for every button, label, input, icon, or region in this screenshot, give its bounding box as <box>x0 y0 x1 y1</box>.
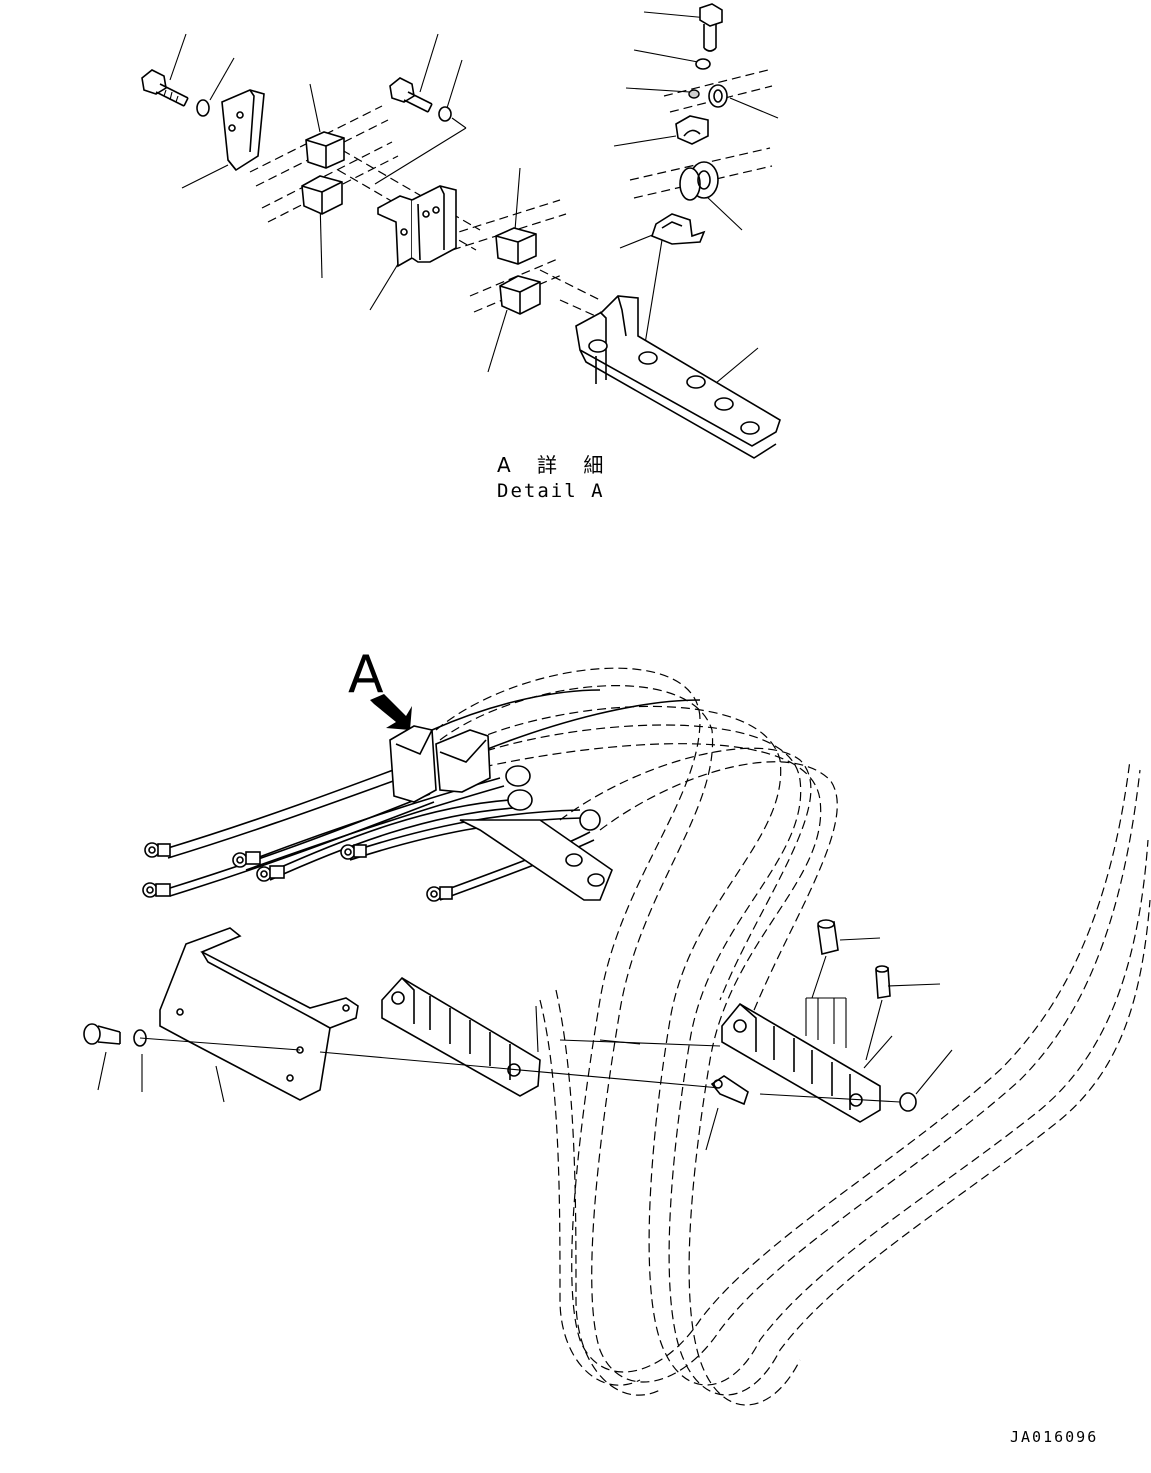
installed-clamp-assembly <box>389 725 613 901</box>
clamp-block-right <box>721 1002 881 1123</box>
detail-saddle-clamp <box>675 115 709 145</box>
drawing-number: JA016096 <box>1010 1428 1098 1446</box>
hose-fitting-4 <box>256 865 285 882</box>
lower-bracket <box>159 927 359 1101</box>
bracket-bolt <box>83 1023 121 1045</box>
detail-grommet <box>679 161 719 201</box>
hose-lines-solid <box>167 689 701 901</box>
hose-fitting-6 <box>426 886 453 902</box>
detail-holder-bracket <box>377 185 457 268</box>
main-leader-lines <box>97 937 953 1151</box>
detail-caption-english: Detail A <box>497 480 605 502</box>
view-direction-arrow <box>370 694 412 730</box>
detail-leader-lines <box>169 11 779 389</box>
cylindrical-pin-large <box>817 919 839 955</box>
detail-clamp-block-upper-left <box>305 131 345 169</box>
detail-washer-vertical <box>695 58 711 70</box>
grease-nipple <box>710 1075 749 1106</box>
installed-mounting-rail <box>459 819 613 901</box>
detail-small-collar <box>708 84 728 108</box>
detail-bolt-vertical <box>699 3 723 52</box>
hose-fitting-3 <box>232 851 261 868</box>
detail-washer-left <box>196 99 210 117</box>
detail-clamp-block-lower-left <box>301 175 343 215</box>
hose-fitting-5 <box>340 844 367 860</box>
view-marker-label: A <box>348 645 384 705</box>
main-assembly-view: A <box>83 645 1151 1446</box>
detail-bolt-middle <box>389 77 433 113</box>
hose-bundle <box>435 667 1151 1406</box>
detail-caption-japanese: A 詳 細 <box>497 453 613 477</box>
assembly-center-lines <box>139 955 901 1103</box>
detail-a-view: A 詳 細 Detail A <box>141 3 781 502</box>
cylindrical-pin-small <box>875 965 891 999</box>
hose-fitting-2 <box>142 882 171 898</box>
detail-clamp-block-upper-right <box>495 227 537 265</box>
clamp-block-left <box>381 976 541 1097</box>
detail-nut-small <box>688 89 700 99</box>
hose-fitting-1 <box>144 842 171 858</box>
clamp-washer-right <box>899 1092 917 1112</box>
detail-bolt-left <box>141 69 189 107</box>
detail-base-clamp <box>651 213 706 245</box>
detail-clamp-block-lower-right <box>499 275 541 315</box>
detail-mounting-rail <box>575 295 781 459</box>
detail-washer-middle <box>438 106 452 122</box>
detail-cover-plate <box>221 89 265 172</box>
hose-end-fittings <box>142 842 453 902</box>
